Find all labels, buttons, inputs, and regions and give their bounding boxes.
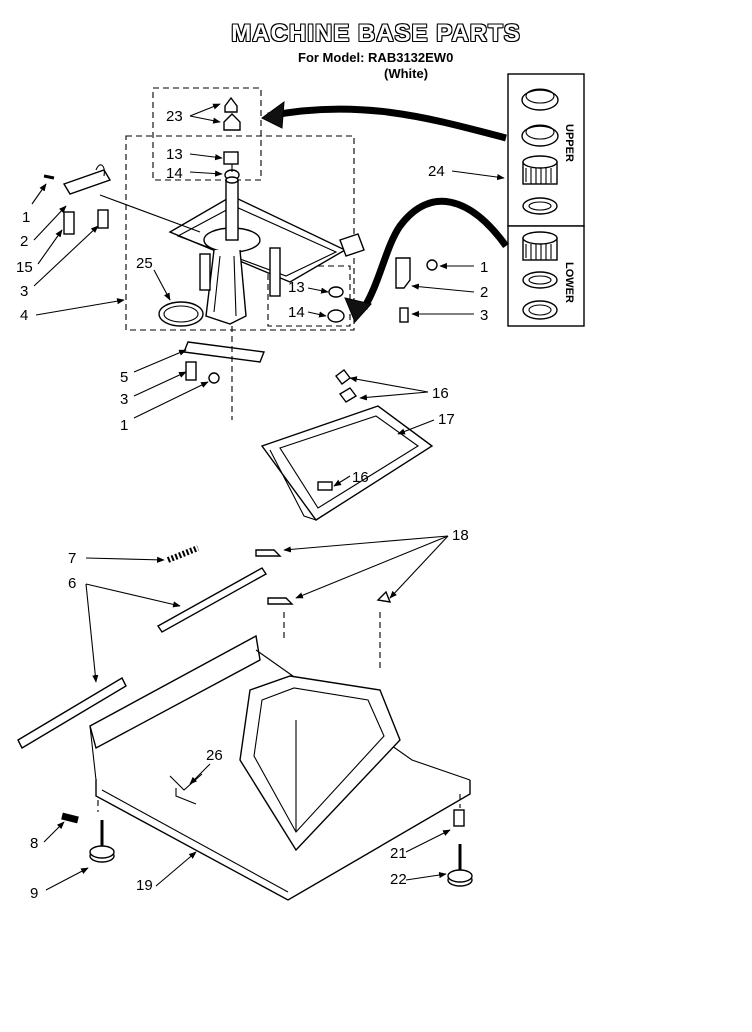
leader-lines bbox=[31, 103, 505, 891]
belt-25 bbox=[158, 301, 204, 327]
spacer-3-right bbox=[399, 307, 409, 323]
spacer-3-under bbox=[185, 361, 197, 381]
lower-transfer-arrowhead bbox=[344, 297, 372, 323]
leveling-leg-22 bbox=[447, 844, 473, 887]
callout-1: 1 bbox=[22, 209, 30, 226]
model-line: For Model: RAB3132EW0 bbox=[298, 50, 454, 65]
callout-23: 23 bbox=[166, 108, 183, 125]
seal-14-lower bbox=[327, 309, 345, 323]
bracket-5 bbox=[183, 341, 265, 363]
clip-2-left bbox=[62, 169, 112, 195]
lower-bearing-3 bbox=[522, 300, 558, 320]
lower-bearing-1 bbox=[522, 231, 558, 261]
callout-5: 5 bbox=[120, 369, 128, 386]
clip-18-a bbox=[255, 549, 282, 557]
callout-8: 8 bbox=[30, 835, 38, 852]
seal-group-box bbox=[152, 87, 262, 181]
upper-transfer-arrow bbox=[267, 105, 507, 142]
brace-6-upper bbox=[156, 567, 268, 633]
upper-transfer-arrowhead bbox=[261, 100, 285, 129]
callout-18: 18 bbox=[452, 527, 469, 544]
gearcase-assembly bbox=[168, 176, 365, 325]
bushing-13-lower bbox=[328, 286, 344, 298]
callout-16-pad: 16 bbox=[352, 469, 369, 486]
upper-bearing-1 bbox=[521, 88, 559, 111]
color-line: (White) bbox=[384, 66, 429, 81]
spring-15 bbox=[63, 211, 75, 235]
upper-bearing-3 bbox=[522, 155, 558, 185]
cap-8 bbox=[61, 812, 79, 824]
callout-7: 7 bbox=[68, 550, 76, 567]
seal-23 bbox=[223, 96, 241, 131]
bearing-inset: UPPER LOWER bbox=[507, 73, 585, 327]
upper-bearing-2 bbox=[521, 124, 559, 147]
callout-21: 21 bbox=[390, 845, 407, 862]
callout-25: 25 bbox=[136, 255, 153, 272]
callout-3-right: 3 bbox=[480, 307, 488, 324]
callout-3-under: 3 bbox=[120, 391, 128, 408]
clip-18-c bbox=[376, 590, 392, 603]
callout-6: 6 bbox=[68, 575, 76, 592]
callout-13-lower: 13 bbox=[288, 279, 305, 296]
callout-24: 24 bbox=[428, 163, 445, 180]
callout-1-under: 1 bbox=[120, 417, 128, 434]
spring-7 bbox=[166, 545, 200, 563]
callout-16: 16 bbox=[432, 385, 449, 402]
upper-label: UPPER bbox=[563, 124, 575, 162]
callout-2: 2 bbox=[20, 233, 28, 250]
callout-labels: 23 13 14 24 1 2 15 3 4 25 13 14 1 2 3 5 … bbox=[16, 108, 488, 902]
callout-2-right: 2 bbox=[480, 284, 488, 301]
bolt-1-under bbox=[208, 372, 220, 384]
callout-3: 3 bbox=[20, 283, 28, 300]
callout-19: 19 bbox=[136, 877, 153, 894]
lower-label: LOWER bbox=[563, 262, 575, 303]
machine-base-19 bbox=[89, 634, 471, 901]
cap-21 bbox=[453, 809, 465, 827]
bolt-1-right bbox=[426, 259, 438, 271]
leveling-leg-9 bbox=[89, 820, 115, 863]
gearcase-group-box bbox=[125, 135, 355, 331]
page-title: MACHINE BASE PARTS bbox=[231, 20, 521, 47]
lower-transfer-arrow bbox=[360, 197, 509, 310]
spacer-3-left bbox=[97, 209, 109, 229]
clip-2-right bbox=[395, 257, 411, 289]
clip-18-b bbox=[267, 597, 294, 605]
upper-bearing-4 bbox=[522, 197, 558, 215]
callout-13: 13 bbox=[166, 146, 183, 163]
callout-9: 9 bbox=[30, 885, 38, 902]
suspension-frame-17 bbox=[260, 369, 434, 521]
callout-15: 15 bbox=[16, 259, 33, 276]
callout-22: 22 bbox=[390, 871, 407, 888]
callout-26: 26 bbox=[206, 747, 223, 764]
lower-bearing-2 bbox=[522, 271, 558, 289]
callout-4: 4 bbox=[20, 307, 28, 324]
callout-17: 17 bbox=[438, 411, 455, 428]
bushing-13 bbox=[223, 151, 239, 165]
brace-6-lower bbox=[17, 677, 127, 749]
callout-14-lower: 14 bbox=[288, 304, 305, 321]
callout-1-right: 1 bbox=[480, 259, 488, 276]
callout-14: 14 bbox=[166, 165, 183, 182]
